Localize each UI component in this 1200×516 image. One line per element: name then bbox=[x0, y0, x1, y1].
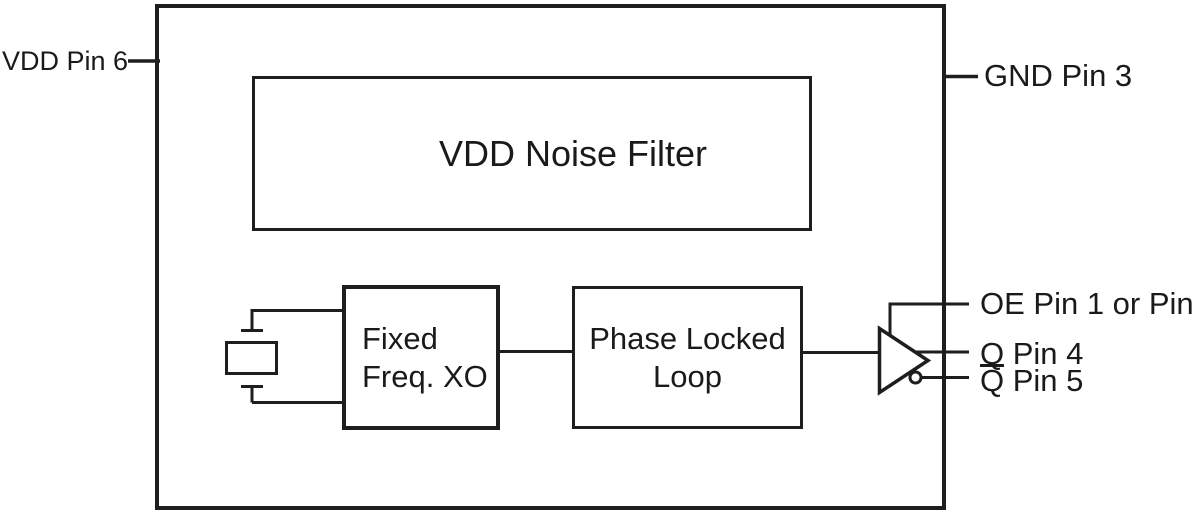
pin-label-vdd: VDD Pin 6 bbox=[1, 46, 128, 76]
qbar-suffix: Pin 5 bbox=[1004, 363, 1084, 398]
pll-label-line2: Loop bbox=[653, 358, 722, 394]
inversion-bubble-icon bbox=[908, 370, 923, 385]
oe-wire bbox=[888, 302, 969, 336]
vdd-noise-filter-label: VDD Noise Filter bbox=[438, 133, 708, 174]
pin-label-oe: OE Pin 1 or Pin 2 bbox=[980, 286, 1200, 321]
pin-label-qbar: Q Pin 5 bbox=[980, 363, 1083, 399]
xo-label-line1: Fixed bbox=[362, 320, 438, 356]
crystal-top-wire bbox=[241, 309, 344, 332]
crystal-bottom-wire bbox=[241, 385, 344, 404]
phase-locked-loop-block: Phase Locked Loop bbox=[572, 286, 803, 429]
pll-label-line1: Phase Locked bbox=[589, 320, 786, 356]
fixed-freq-xo-block: Fixed Freq. XO bbox=[342, 285, 500, 430]
pin-label-gnd: GND Pin 3 bbox=[984, 58, 1133, 93]
chip-boundary-box bbox=[155, 4, 946, 510]
crystal-icon bbox=[225, 309, 344, 404]
output-buffer-icon bbox=[877, 302, 969, 396]
buffer-triangle bbox=[877, 325, 932, 396]
xo-label-line2: Freq. XO bbox=[362, 358, 488, 394]
crystal-body bbox=[225, 341, 278, 375]
vdd-noise-filter-block: VDD Noise Filter bbox=[252, 76, 812, 231]
qbar-overline-symbol: Q bbox=[980, 363, 1005, 398]
